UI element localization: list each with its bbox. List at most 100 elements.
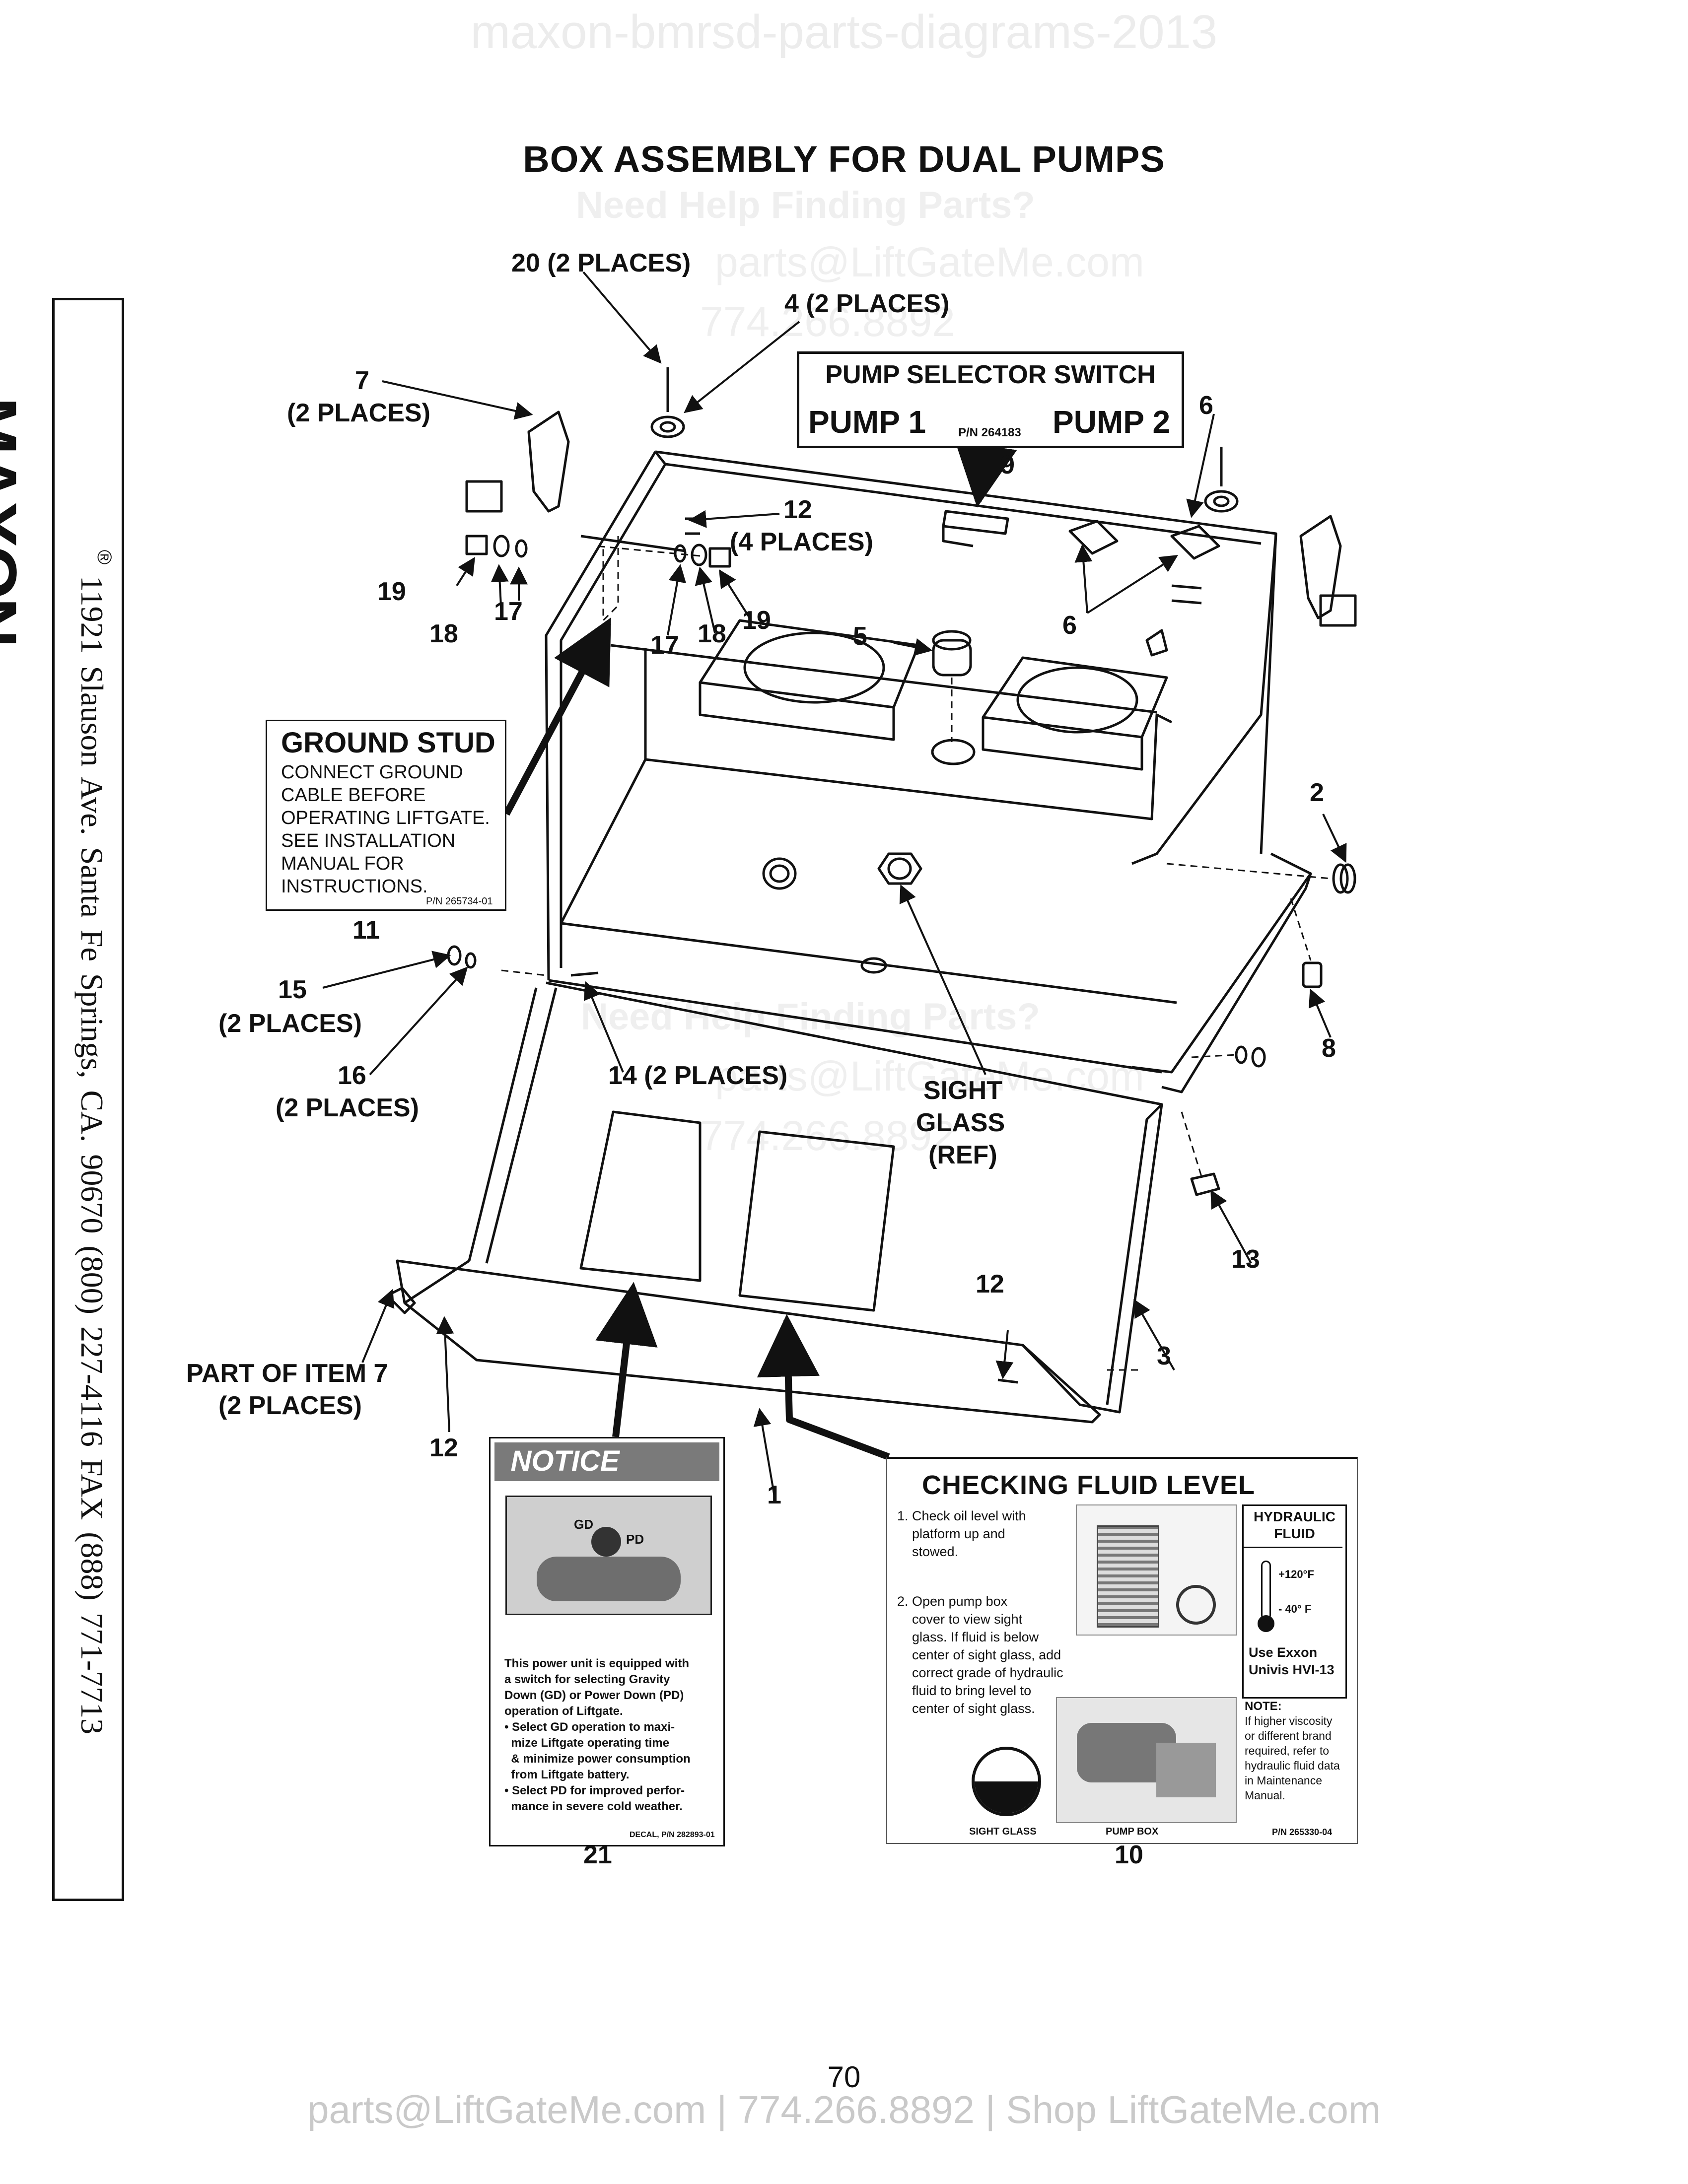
use-exxon: Use Exxon [1249, 1645, 1318, 1660]
ground-stud-line-3: OPERATING LIFTGATE. [281, 808, 490, 828]
pump-box-caption: PUMP BOX [1106, 1826, 1159, 1837]
sight-glass-caption: SIGHT GLASS [969, 1826, 1037, 1837]
platform-stowed [1097, 1525, 1159, 1628]
notice-photo: GD PD [505, 1496, 712, 1615]
valve-body [537, 1557, 681, 1601]
watermark-phone-2: 774.266.8892 [700, 1112, 955, 1159]
notice-header-bar [494, 1442, 719, 1481]
callout-sight-glass-2: GLASS [916, 1108, 1005, 1137]
notice-line-6: mize Liftgate operating time [504, 1736, 670, 1750]
pump-1-label: PUMP 1 [808, 404, 926, 440]
notice-line-9: • Select PD for improved perfor- [504, 1784, 685, 1797]
callout-part-of-item-7-places: (2 PLACES) [218, 1391, 362, 1420]
pump-manifold [1156, 1743, 1216, 1797]
callout-20: 20 (2 PLACES) [511, 249, 691, 277]
fluid-step2-line6: fluid to bring level to [897, 1683, 1032, 1698]
ground-stud-line-6: INSTRUCTIONS. [281, 876, 428, 897]
callout-12-bottom: 12 [429, 1433, 458, 1462]
callout-10: 10 [1115, 1841, 1143, 1869]
fluid-step2-line1: 2. Open pump box [897, 1594, 1008, 1609]
callout-18-right: 18 [698, 619, 726, 648]
notice-decal: NOTICE GD PD This power unit is equipped… [489, 1437, 725, 1846]
callout-12-top: 12 [783, 495, 812, 524]
callout-17-right: 17 [650, 631, 679, 660]
callout-13: 13 [1231, 1245, 1260, 1274]
watermark-email: parts@LiftGateMe.com [715, 239, 1144, 285]
notice-line-5: • Select GD operation to maxi- [504, 1720, 675, 1734]
thermometer-bulb-icon [1258, 1615, 1274, 1632]
note-line-2: or different brand [1245, 1729, 1332, 1742]
fluid-step1-line3: stowed. [897, 1544, 959, 1559]
hydraulic-title-1: HYDRAULIC [1254, 1509, 1336, 1524]
note-line-1: If higher viscosity [1245, 1714, 1333, 1727]
notice-header: NOTICE [510, 1445, 620, 1477]
gd-label: GD [574, 1517, 593, 1532]
page-number: 70 [827, 2060, 861, 2094]
sight-glass-circle [972, 1747, 1041, 1816]
watermark-email-2: parts@LiftGateMe.com [715, 1053, 1144, 1099]
fluid-step2-line7: center of sight glass. [897, 1701, 1035, 1716]
callout-12-mid: 12 [976, 1270, 1004, 1298]
callout-18-left: 18 [429, 619, 458, 648]
callout-7: 7 [355, 366, 369, 395]
ground-stud-title: GROUND STUD [281, 727, 495, 759]
callout-17-left: 17 [494, 597, 523, 626]
note-line-6: Manual. [1245, 1789, 1285, 1802]
callout-8: 8 [1322, 1034, 1336, 1063]
pump-selector-pn: P/N 264183 [958, 426, 1021, 439]
ground-stud-line-1: CONNECT GROUND [281, 762, 463, 783]
notice-pn: DECAL, P/N 282893-01 [630, 1831, 715, 1839]
ground-stud-line-4: SEE INSTALLATION [281, 830, 456, 851]
callout-6-top: 6 [1199, 391, 1213, 420]
ground-stud-pn: P/N 265734-01 [426, 896, 493, 907]
callout-4: 4 (2 PLACES) [784, 289, 950, 318]
notice-line-2: a switch for selecting Gravity [504, 1673, 670, 1686]
hydraulic-divider [1244, 1547, 1342, 1548]
temp-high: +120°F [1278, 1568, 1314, 1580]
thermometer-icon [1261, 1561, 1271, 1620]
watermark-phone: 774.266.8892 [700, 298, 955, 345]
ground-stud-line-5: MANUAL FOR [281, 853, 404, 874]
callout-2: 2 [1310, 778, 1324, 807]
note-line-3: required, refer to [1245, 1744, 1330, 1757]
ground-stud-decal: GROUND STUD CONNECT GROUND CABLE BEFORE … [266, 720, 506, 911]
pump-selector-decal: PUMP SELECTOR SWITCH PUMP 1 PUMP 2 P/N 2… [797, 351, 1184, 448]
notice-line-3: Down (GD) or Power Down (PD) [504, 1689, 684, 1702]
callout-7-places: (2 PLACES) [287, 399, 430, 427]
notice-line-1: This power unit is equipped with [504, 1657, 689, 1670]
watermark-help-2: Need Help Finding Parts? [581, 996, 1040, 1038]
temp-low: - 40° F [1278, 1603, 1312, 1615]
notice-line-10: mance in severe cold weather. [504, 1800, 683, 1813]
selector-knob [591, 1527, 621, 1557]
pump-box-illustration [1056, 1697, 1237, 1823]
fluid-fill [975, 1781, 1038, 1813]
hydraulic-title-2: FLUID [1274, 1526, 1315, 1541]
callout-15: 15 [278, 975, 307, 1004]
notice-line-7: & minimize power consumption [504, 1752, 691, 1766]
callout-12-top-places: (4 PLACES) [730, 528, 873, 556]
callout-part-of-item-7: PART OF ITEM 7 [186, 1359, 388, 1388]
callout-19-right: 19 [742, 606, 771, 635]
maxon-sidebar [52, 298, 124, 1901]
callout-9: 9 [1000, 451, 1015, 479]
callout-16: 16 [338, 1061, 366, 1090]
callout-6-mid: 6 [1062, 611, 1077, 640]
callout-sight-glass-1: SIGHT [923, 1076, 1002, 1105]
truck-wheel [1176, 1585, 1216, 1625]
footer-contact[interactable]: parts@LiftGateMe.com | 774.266.8892 | Sh… [307, 2088, 1381, 2131]
fluid-step1-line1: 1. Check oil level with [897, 1508, 1026, 1523]
callout-5: 5 [853, 622, 867, 651]
fluid-step2-line5: correct grade of hydraulic [897, 1665, 1063, 1680]
notice-line-8: from Liftgate battery. [504, 1768, 630, 1781]
pump-2-label: PUMP 2 [1053, 404, 1171, 440]
fluid-pn: P/N 265330-04 [1272, 1827, 1333, 1837]
callout-3: 3 [1157, 1342, 1171, 1370]
note-line-5: in Maintenance [1245, 1774, 1322, 1787]
hydraulic-fluid-panel: HYDRAULIC FLUID +120°F - 40° F Use Exxon… [1242, 1504, 1347, 1699]
fluid-step1-line2: platform up and [897, 1526, 1005, 1541]
pd-label: PD [626, 1532, 644, 1547]
callout-16-places: (2 PLACES) [276, 1093, 419, 1122]
callout-sight-glass-3: (REF) [928, 1141, 997, 1169]
fluid-step2-line4: center of sight glass, add [897, 1647, 1061, 1662]
